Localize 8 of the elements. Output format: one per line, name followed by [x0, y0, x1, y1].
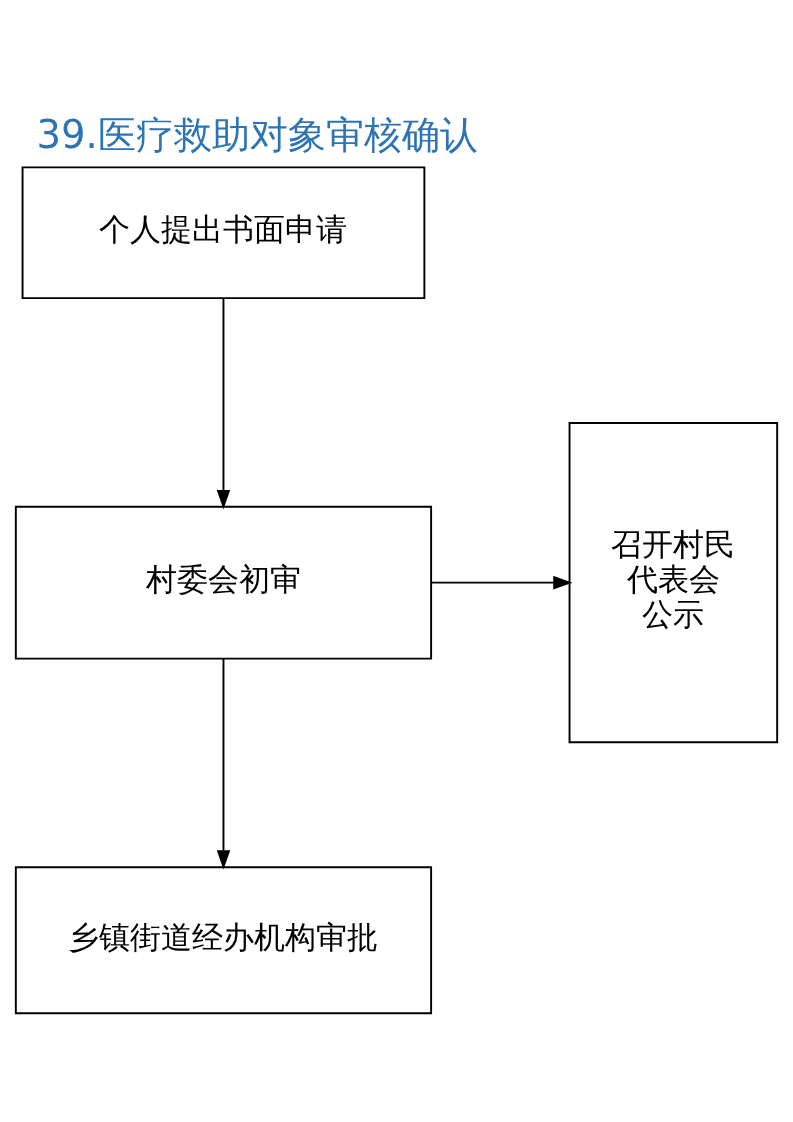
node-box: 村委会初审 [14, 505, 433, 660]
arrow [216, 657, 231, 870]
diagram-title: 39.医疗救助对象审核确认 [36, 111, 478, 157]
arrow [430, 575, 573, 589]
arrow [216, 296, 231, 509]
node-box: 召开村民代表会公示 [568, 421, 779, 743]
node-box: 乡镇街道经办机构审批 [14, 865, 433, 1014]
node-box: 个人提出书面申请 [21, 165, 426, 299]
